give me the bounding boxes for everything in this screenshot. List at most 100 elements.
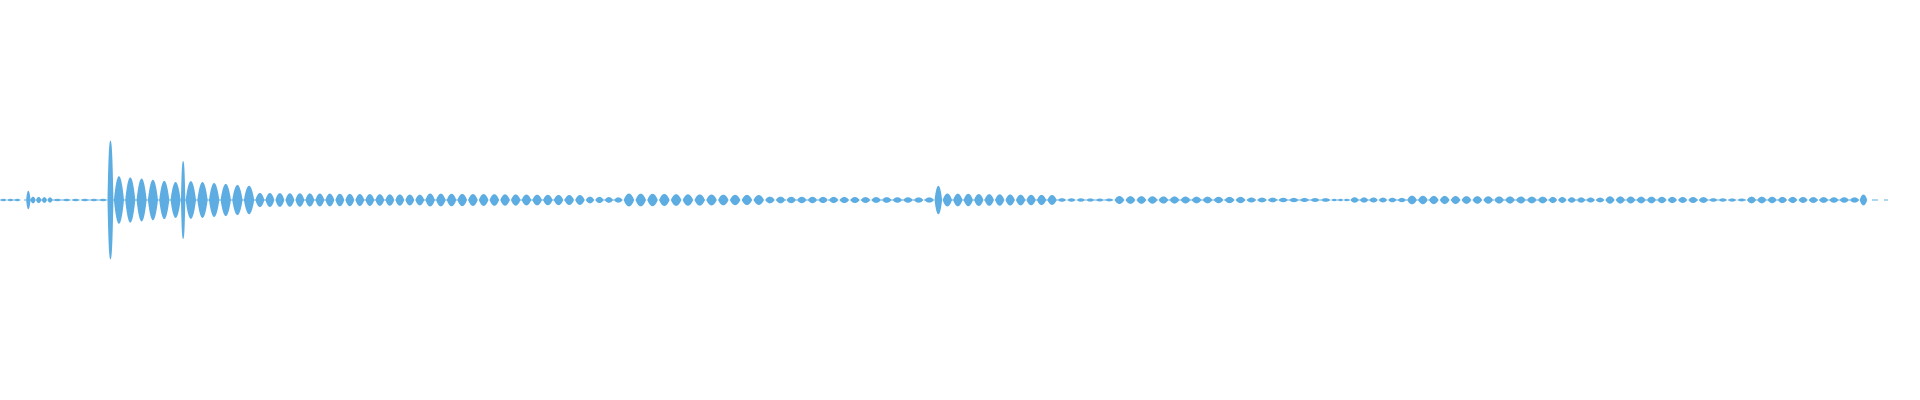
waveform-pulse (1483, 196, 1494, 204)
waveform-pulse (98, 198, 108, 202)
waveform-pulse (934, 185, 943, 215)
waveform-envelope-group (0, 140, 1868, 260)
waveform-pulse (694, 194, 706, 206)
waveform-pulse (457, 193, 468, 207)
waveform-pulse (89, 198, 99, 202)
waveform-pulse (107, 140, 114, 260)
waveform-pulse (881, 197, 892, 203)
waveform-pulse (1310, 197, 1321, 203)
waveform-pulse (1849, 197, 1860, 203)
waveform-pulse (170, 182, 181, 218)
waveform-pulse (62, 198, 72, 202)
waveform-pulse (1708, 198, 1718, 202)
waveform-pulse (1047, 195, 1057, 205)
waveform-pulse (1407, 195, 1417, 205)
waveform-pulse (1057, 198, 1067, 202)
waveform-pulse (1757, 196, 1767, 204)
waveform-pulse (415, 194, 425, 206)
waveform-pulse (446, 193, 457, 207)
waveform-pulse (0, 198, 7, 202)
waveform-pulse (729, 194, 741, 206)
waveform-pulse (706, 194, 717, 206)
waveform-pulse (860, 197, 871, 203)
waveform-pulse (1576, 197, 1586, 203)
waveform-pulse (13, 198, 21, 202)
waveform-pulse (315, 193, 325, 207)
waveform-pulse (197, 182, 208, 218)
waveform-pulse (553, 194, 564, 206)
waveform-pulse (1636, 196, 1646, 204)
waveform-pulse (1337, 198, 1344, 202)
waveform-pulse (125, 177, 136, 223)
waveform-pulse (185, 181, 197, 219)
waveform-pulse (1537, 196, 1548, 204)
waveform-pulse (775, 196, 786, 204)
waveform-pulse (136, 178, 147, 222)
waveform-pulse (1320, 198, 1331, 202)
waveform-pulse (543, 194, 553, 206)
waveform-pulse (275, 193, 285, 207)
waveform-pulse (436, 193, 446, 207)
waveform-pulse (425, 193, 435, 207)
waveform-pulse (159, 180, 170, 220)
waveform-pulse (924, 197, 935, 203)
waveform-pulse (942, 193, 953, 207)
waveform-pulse (220, 183, 231, 217)
waveform-pulse (1859, 194, 1868, 206)
waveform-pulse (208, 182, 220, 218)
waveform-pulse (994, 194, 1005, 206)
waveform-pulse (1158, 196, 1169, 204)
waveform-pulse (147, 179, 158, 221)
waveform-pulse (1557, 197, 1567, 203)
waveform-pulse (1085, 198, 1095, 202)
waveform-pulse (345, 193, 355, 207)
waveform-pulse (1169, 196, 1180, 204)
waveform-pulse (1829, 197, 1839, 203)
waveform-pulse (36, 196, 42, 204)
waveform-pulse (670, 194, 682, 206)
waveform-pulse (1378, 197, 1388, 203)
waveform-pulse (1343, 198, 1350, 202)
waveform-pulse (1136, 196, 1147, 204)
waveform-pulse (1472, 196, 1483, 204)
waveform-pulse (871, 197, 882, 203)
waveform-pulse (71, 198, 81, 202)
waveform-pulse (1586, 197, 1596, 203)
waveform-pulse (1095, 198, 1105, 202)
waveform-pulse (1461, 196, 1472, 204)
waveform-pulse (52, 198, 62, 202)
waveform-pulse (839, 196, 850, 204)
waveform-pulse (892, 197, 903, 203)
waveform-pulse (1667, 196, 1678, 204)
waveform-pulse (1808, 197, 1819, 203)
waveform-pulse (1026, 194, 1036, 206)
waveform-pulse (647, 193, 658, 207)
waveform-pulse (468, 193, 478, 207)
waveform-pulse (295, 193, 305, 207)
waveform-pulse (113, 176, 125, 224)
waveform-pulse (1626, 196, 1636, 204)
waveform-pulse (1224, 196, 1235, 204)
waveform-pulse (1777, 196, 1788, 204)
waveform-pulse (265, 192, 275, 208)
waveform-pulse (510, 194, 521, 206)
waveform-pulse (1595, 197, 1605, 203)
waveform-pulse (753, 195, 765, 205)
waveform-pulse (285, 193, 295, 207)
waveform-pulse (1657, 196, 1667, 204)
waveform-pulse (1698, 197, 1709, 203)
waveform-pulse (828, 196, 839, 204)
waveform-pulse (974, 193, 984, 207)
waveform-pulse (26, 190, 31, 210)
waveform-pulse (395, 194, 405, 206)
waveform-pulse (375, 194, 385, 206)
waveform-pulse (786, 196, 797, 204)
waveform-pulse (1288, 197, 1299, 203)
waveform-pulse (1191, 196, 1202, 204)
waveform-pulse (1005, 194, 1015, 206)
waveform-pulse (741, 194, 753, 206)
waveform-pulse (1369, 197, 1378, 203)
waveform-pulse (1267, 197, 1278, 203)
waveform-pulse (1839, 197, 1849, 203)
waveform-pulse (765, 196, 775, 204)
